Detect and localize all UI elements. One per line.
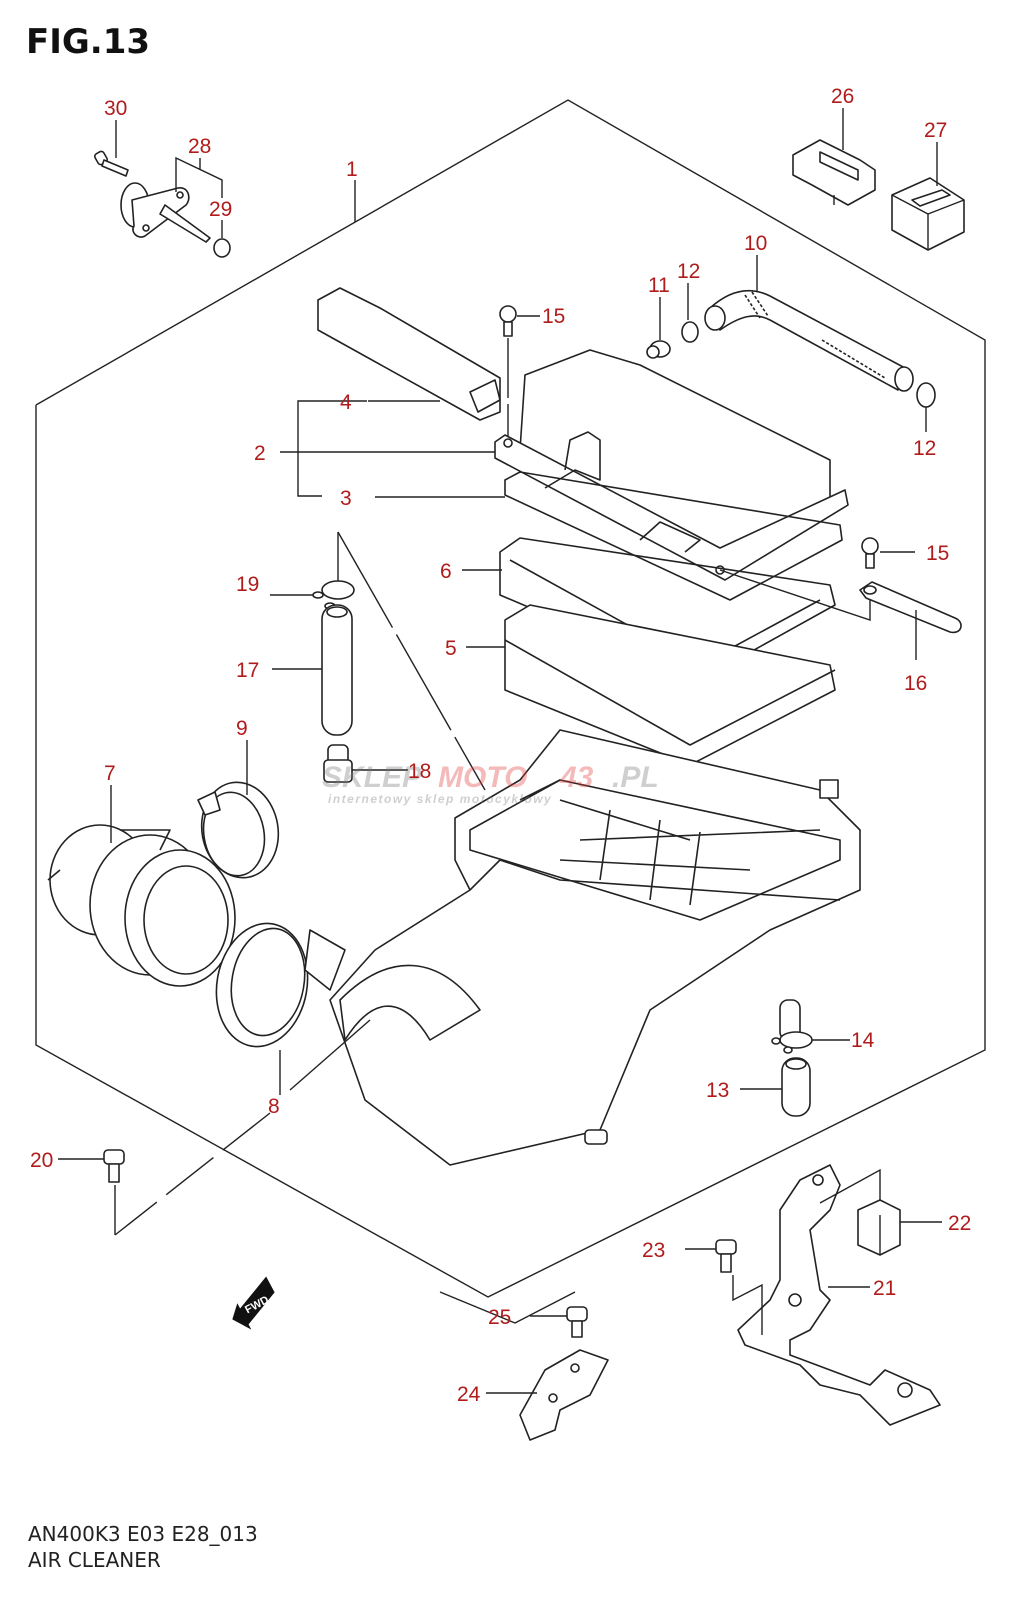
part-13-drain-cap[interactable]: [781, 1057, 811, 1117]
callout-29[interactable]: 29: [209, 198, 232, 221]
callout-7[interactable]: 7: [104, 762, 116, 785]
watermark-mid: MOTO: [438, 761, 527, 794]
callout-20[interactable]: 20: [30, 1149, 53, 1172]
callout-30[interactable]: 30: [104, 97, 127, 120]
part-9-clamp[interactable]: [194, 776, 286, 884]
callout-6[interactable]: 6: [440, 560, 452, 583]
part-20-bolt[interactable]: [103, 1149, 125, 1183]
callout-12-lower[interactable]: 12: [913, 437, 936, 460]
callout-3[interactable]: 3: [340, 487, 352, 510]
watermark-prefix: SKLEP: [322, 761, 423, 794]
callout-21[interactable]: 21: [873, 1277, 896, 1300]
assembly-line-20: [114, 1112, 271, 1236]
watermark-num: 43: [559, 761, 594, 794]
part-11-fitting[interactable]: [646, 340, 671, 359]
callout-14[interactable]: 14: [851, 1029, 875, 1052]
callout-2[interactable]: 2: [254, 442, 266, 465]
part-16-strap[interactable]: [859, 581, 962, 634]
part-26-sensor-connector[interactable]: [792, 139, 876, 206]
callout-1[interactable]: 1: [346, 158, 358, 181]
callout-25[interactable]: 25: [488, 1306, 511, 1329]
part-5-air-filter-element[interactable]: [504, 604, 836, 766]
fwd-direction-badge: FWD: [232, 1276, 275, 1330]
callout-26[interactable]: 26: [831, 85, 854, 108]
watermark-tagline: internetowy sklep motocyklowy: [328, 792, 552, 806]
part-8-clamp[interactable]: [207, 916, 346, 1054]
part-15-screw-upper[interactable]: [499, 305, 517, 337]
part-25-bolt[interactable]: [566, 1306, 588, 1338]
bracket-mount-line: [819, 1168, 881, 1204]
part-14-clamp[interactable]: [771, 1031, 813, 1054]
callout-12-upper[interactable]: 12: [677, 260, 700, 283]
callout-9[interactable]: 9: [236, 717, 248, 740]
watermark: SKLEP MOTO 43 .PL internetowy sklep moto…: [322, 761, 659, 806]
callout-labels: 1 2 3 4 5 6 7 8 9 10 11 12 12 13 14 15 1…: [30, 85, 971, 1406]
part-28-sensor[interactable]: [120, 182, 211, 243]
part-22-cushion[interactable]: [857, 1199, 901, 1256]
assembly-line-drain: [337, 531, 486, 791]
part-12-clamp-lower[interactable]: [916, 382, 936, 408]
callout-15-upper[interactable]: 15: [542, 305, 565, 328]
callout-13[interactable]: 13: [706, 1079, 729, 1102]
fwd-arrow-icon: [232, 1276, 275, 1330]
bolt-23-axis: [732, 1275, 763, 1335]
callout-27[interactable]: 27: [924, 119, 947, 142]
strap-mount-line: [719, 569, 871, 621]
part-30-screw[interactable]: [93, 150, 129, 177]
callout-11[interactable]: 11: [648, 274, 670, 297]
part-12-clamp-upper[interactable]: [681, 321, 699, 343]
part-23-bolt[interactable]: [715, 1239, 737, 1273]
callout-28[interactable]: 28: [188, 135, 211, 158]
callout-4[interactable]: 4: [340, 391, 352, 414]
callout-22[interactable]: 22: [948, 1212, 971, 1235]
part-29-o-ring[interactable]: [213, 238, 231, 258]
part-2-cleaner-cover[interactable]: [494, 349, 849, 581]
part-24-bracket[interactable]: [519, 1349, 609, 1441]
section-name: AIR CLEANER: [28, 1548, 161, 1572]
callout-10[interactable]: 10: [744, 232, 767, 255]
part-15-screw-lower[interactable]: [861, 537, 879, 569]
callout-15-lower[interactable]: 15: [926, 542, 949, 565]
callout-18[interactable]: 18: [408, 760, 431, 783]
part-21-bracket[interactable]: [737, 1164, 941, 1426]
callout-23[interactable]: 23: [642, 1239, 665, 1262]
callout-5[interactable]: 5: [445, 637, 457, 660]
part-4-intake-duct[interactable]: [317, 287, 501, 421]
callout-16[interactable]: 16: [904, 672, 927, 695]
part-1-air-cleaner-case[interactable]: [329, 729, 861, 1166]
figure-title: FIG.13: [26, 22, 151, 62]
model-code: AN400K3 E03 E28_013: [28, 1522, 258, 1546]
leader-28-group: [175, 156, 223, 198]
part-3-cover-seal[interactable]: [504, 471, 843, 601]
callout-17[interactable]: 17: [236, 659, 259, 682]
part-27-cushion-pad[interactable]: [891, 177, 965, 251]
part-18-drain-plug[interactable]: [323, 744, 353, 783]
part-7-intake-boot[interactable]: [47, 824, 236, 987]
part-17-drain-tube[interactable]: [321, 604, 353, 736]
assembly-boundary: [35, 99, 986, 1298]
leader-2-bracket: [297, 400, 367, 497]
watermark-suffix: .PL: [612, 761, 659, 794]
assembly-line-8: [289, 1019, 371, 1091]
part-10-breather-hose[interactable]: [704, 289, 914, 392]
callout-8[interactable]: 8: [268, 1095, 280, 1118]
assembly-line-25: [439, 1291, 576, 1324]
callout-19[interactable]: 19: [236, 573, 259, 596]
callout-24[interactable]: 24: [457, 1383, 481, 1406]
